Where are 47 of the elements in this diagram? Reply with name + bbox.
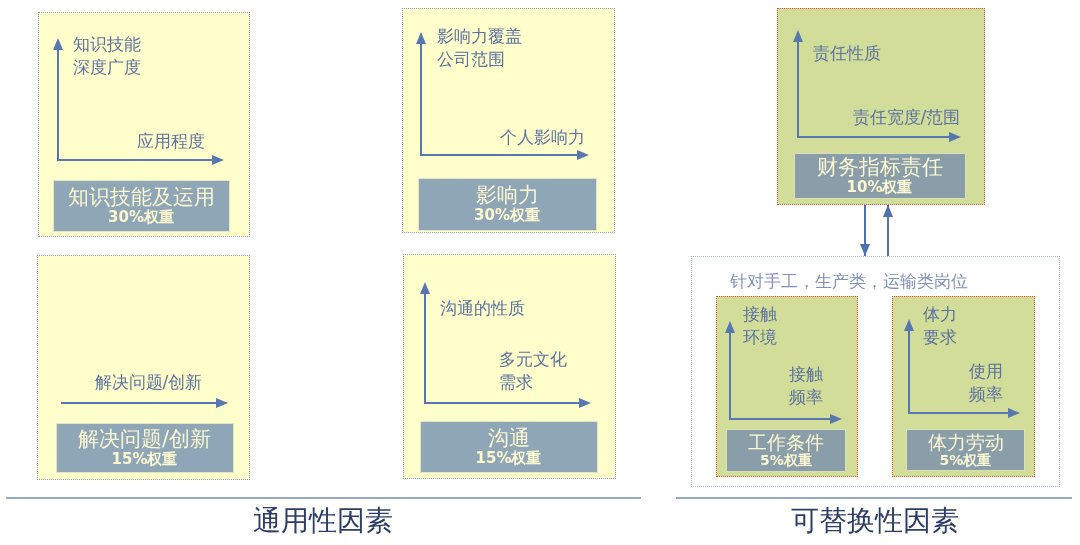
weight-label: 5%权重 bbox=[939, 452, 992, 469]
factor-name: 体力劳动 bbox=[927, 431, 1004, 453]
axis-label: 责任性质 bbox=[812, 41, 881, 65]
factor-name: 影响力 bbox=[475, 184, 539, 208]
factor-bar bbox=[726, 429, 846, 472]
group-panel bbox=[691, 256, 1060, 487]
axis-label: 接触频率 bbox=[789, 363, 824, 409]
section-heading: 可替换性因素 bbox=[791, 503, 959, 539]
weight-label: 5%权重 bbox=[760, 453, 812, 469]
axis-label: 影响力覆盖公司范围 bbox=[436, 24, 523, 71]
arrow bbox=[860, 204, 870, 257]
arrow bbox=[883, 204, 893, 257]
axis-label: 知识技能深度广度 bbox=[72, 32, 142, 79]
factor-panel bbox=[38, 12, 250, 237]
factor-bar bbox=[419, 420, 598, 473]
factor-panel bbox=[715, 295, 858, 477]
factor-bar bbox=[55, 422, 234, 473]
factor-panel bbox=[777, 8, 985, 205]
factor-name: 知识技能及运用 bbox=[67, 185, 215, 209]
axis-label: 多元文化需求 bbox=[498, 347, 568, 394]
weight-label: 10%权重 bbox=[846, 178, 913, 196]
factor-name: 沟通 bbox=[487, 426, 530, 450]
factor-name: 财务指标责任 bbox=[816, 155, 943, 179]
factor-bar bbox=[52, 179, 230, 232]
weight-label: 15%权重 bbox=[475, 449, 542, 467]
factor-panel bbox=[403, 254, 616, 479]
axis-label: 责任宽度/范围 bbox=[852, 105, 961, 129]
axis-label: 体力要求 bbox=[923, 303, 958, 349]
weight-label: 30%权重 bbox=[474, 207, 540, 224]
axis-label: 应用程度 bbox=[136, 129, 205, 153]
factor-name: 工作条件 bbox=[748, 432, 824, 454]
axis-label: 个人影响力 bbox=[499, 125, 585, 149]
section-heading: 通用性因素 bbox=[253, 503, 393, 539]
axis-label: 使用频率 bbox=[969, 360, 1004, 406]
factor-bar bbox=[417, 177, 597, 231]
factor-name: 解决问题/创新 bbox=[77, 427, 212, 451]
factor-panel bbox=[891, 295, 1035, 477]
weight-label: 30%权重 bbox=[108, 208, 174, 226]
group-heading: 针对手工，生产类，运输类岗位 bbox=[729, 269, 968, 293]
axis-label: 接触环境 bbox=[743, 303, 778, 349]
axis-label: 解决问题/创新 bbox=[94, 370, 203, 394]
factor-panel bbox=[37, 255, 250, 480]
factor-bar bbox=[793, 152, 966, 199]
weight-label: 15%权重 bbox=[111, 450, 178, 468]
factor-panel bbox=[402, 8, 615, 233]
factor-bar bbox=[906, 429, 1025, 471]
axis-label: 沟通的性质 bbox=[439, 296, 525, 320]
